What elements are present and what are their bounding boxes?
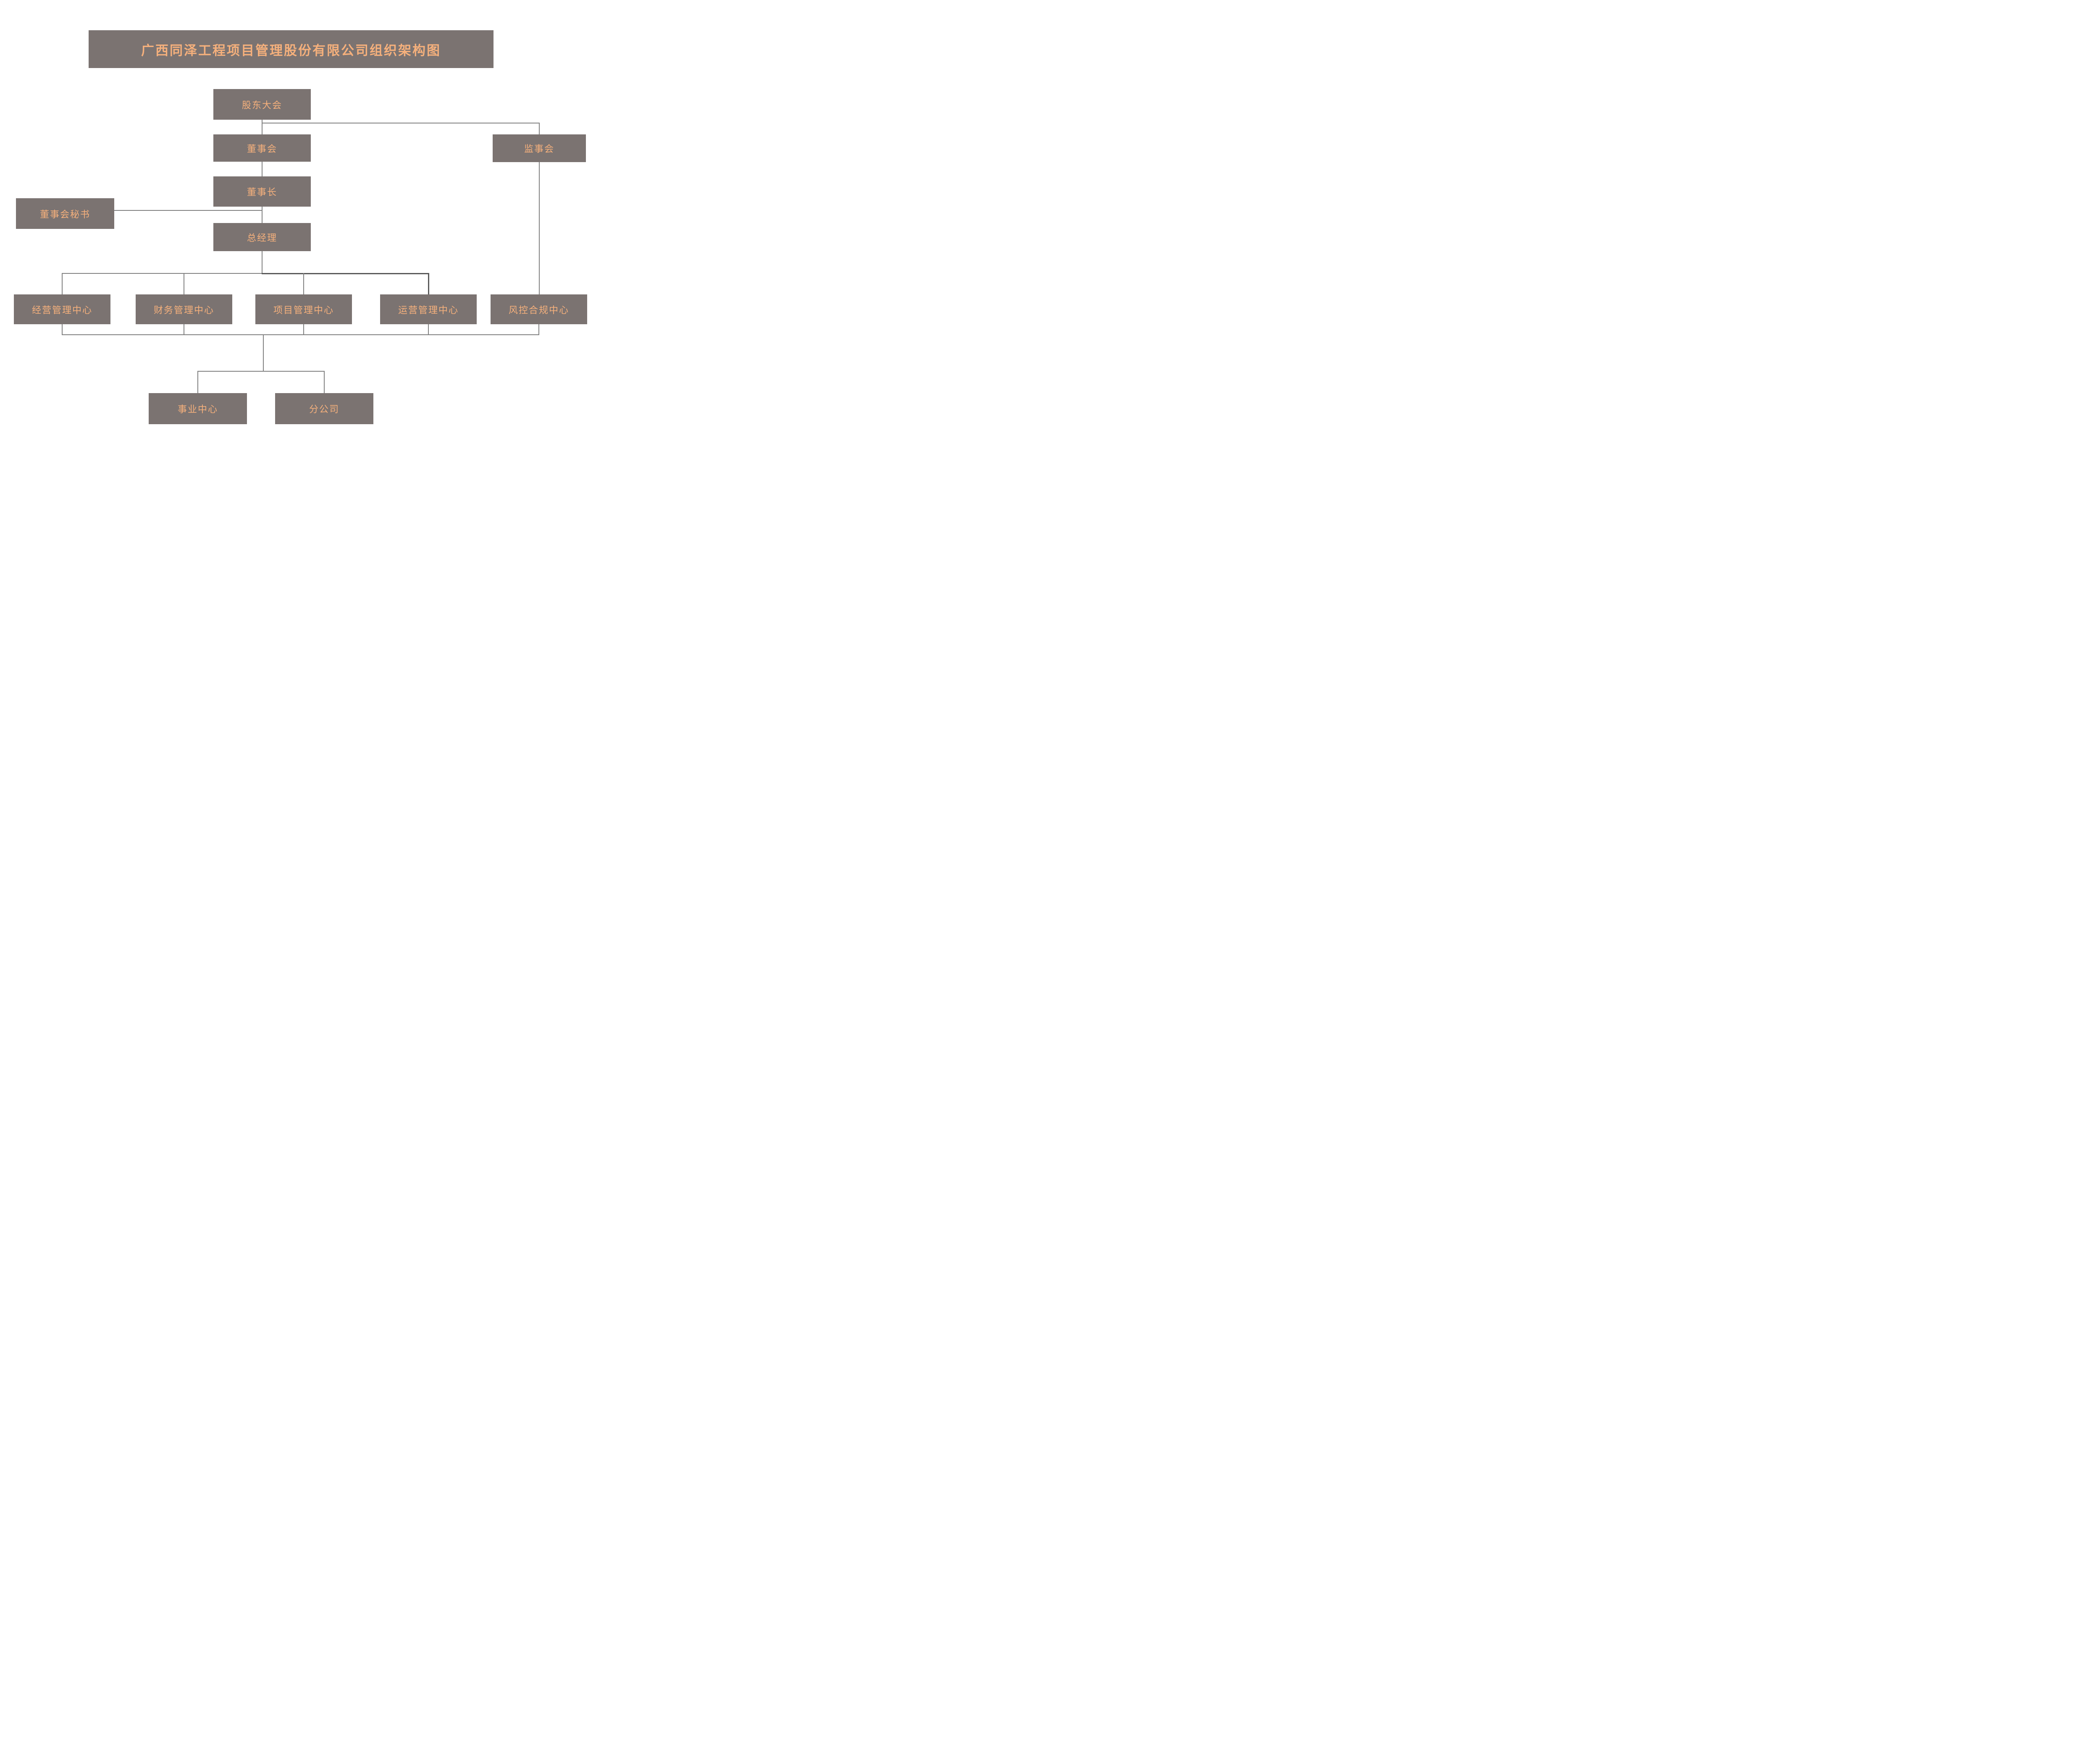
node-board-of-directors: 董事会 xyxy=(213,134,311,162)
node-operations-management-center: 运营管理中心 xyxy=(380,294,477,324)
connector-centers-horizontal-right xyxy=(262,273,429,274)
connector-centers-horizontal-left xyxy=(62,273,262,274)
chart-title: 广西同泽工程项目管理股份有限公司组织架构图 xyxy=(89,30,494,68)
connector-drop-project-center xyxy=(303,273,304,294)
connector-project-center-to-collector xyxy=(303,324,304,335)
connector-risk-center-to-collector xyxy=(538,324,539,335)
connector-supervisory-drop xyxy=(539,123,540,134)
node-shareholders-meeting: 股东大会 xyxy=(213,89,311,120)
node-risk-compliance-center: 风控合规中心 xyxy=(491,294,587,324)
node-general-manager: 总经理 xyxy=(213,223,311,251)
node-board-secretary: 董事会秘书 xyxy=(16,198,114,229)
connector-collector-to-bottom xyxy=(263,334,264,371)
node-supervisory-board: 监事会 xyxy=(493,134,586,162)
bottom-horizontal xyxy=(197,371,325,372)
node-finance-management-center: 财务管理中心 xyxy=(136,294,232,324)
node-chairman: 董事长 xyxy=(213,176,311,207)
connector-drop-business-center xyxy=(197,371,198,393)
org-chart: 广西同泽工程项目管理股份有限公司组织架构图 股东大会 董事会 监事会 董事长 董… xyxy=(0,0,596,440)
node-business-center: 事业中心 xyxy=(149,393,247,424)
node-operating-management-center: 经营管理中心 xyxy=(14,294,110,324)
connector-supervisory-to-risk-center xyxy=(539,162,540,294)
connector-drop-branch xyxy=(324,371,325,393)
connector-drop-operations-center xyxy=(428,273,429,294)
collector-horizontal xyxy=(62,334,539,335)
node-project-management-center: 项目管理中心 xyxy=(255,294,352,324)
connector-secretary-horizontal xyxy=(114,210,262,211)
connector-operating-center-to-collector xyxy=(62,324,63,335)
node-branch-company: 分公司 xyxy=(275,393,373,424)
connector-operations-center-to-collector xyxy=(428,324,429,335)
connector-drop-operating-center xyxy=(62,273,63,294)
